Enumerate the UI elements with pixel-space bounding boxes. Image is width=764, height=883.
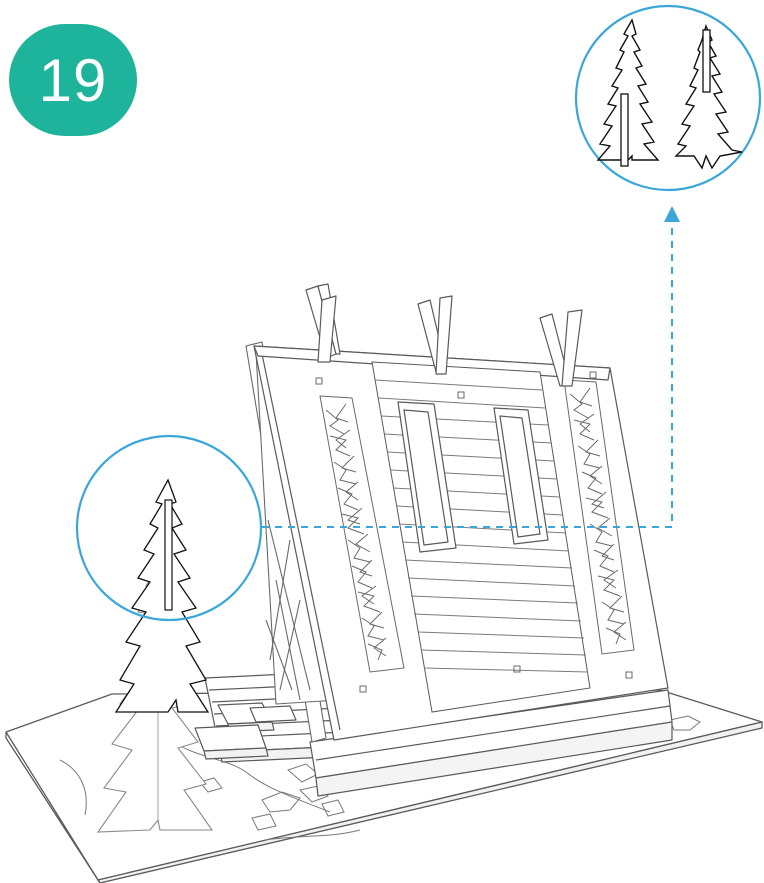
pattern-column-left <box>315 377 405 693</box>
ground-texture <box>59 715 701 841</box>
cabin-foundation <box>309 689 673 797</box>
callout-circle-small <box>75 434 263 622</box>
highlighted-tree-cutout <box>114 478 210 713</box>
pattern-column-right <box>457 371 635 679</box>
roof-beams <box>305 283 583 387</box>
dashed-connector <box>262 226 673 528</box>
pine-tree-cutout-icon <box>596 18 660 167</box>
cabin-windows <box>397 401 549 553</box>
callout-circle-detail <box>574 4 762 192</box>
arrow-up-icon <box>664 206 680 222</box>
step-number: 19 <box>38 46 108 114</box>
pine-tree-cutout-icon <box>674 23 743 170</box>
step-badge: 19 <box>9 24 137 136</box>
